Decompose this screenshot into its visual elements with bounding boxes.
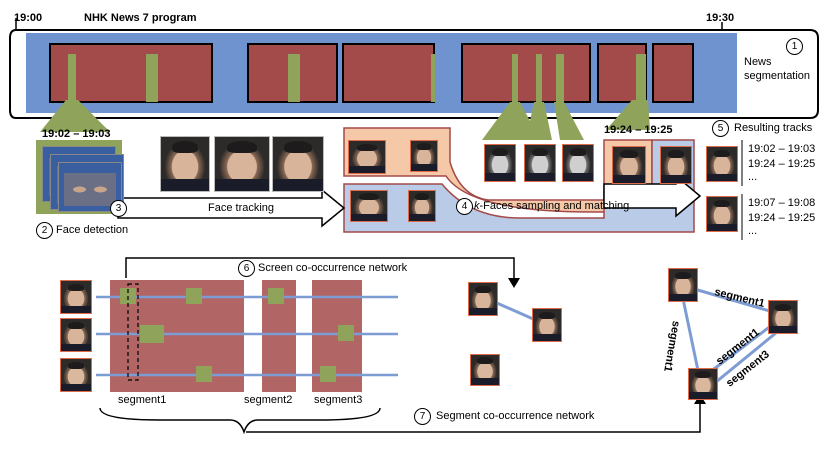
track-1-more: ... (748, 171, 758, 183)
step-1-badge: 1 (786, 38, 803, 55)
step-4-badge: 4 (456, 198, 473, 215)
matched-face (660, 146, 692, 184)
step-7-label: Segment co-occurrence network (436, 410, 595, 422)
row-face (60, 318, 92, 352)
step-6-badge: 6 (238, 260, 255, 277)
step-1-label-line2: segmentation (744, 70, 811, 82)
row-face (60, 280, 92, 314)
face-highlights (68, 54, 646, 102)
segment-node-face (688, 368, 718, 400)
step-5-badge: 5 (712, 120, 729, 137)
end-time: 19:30 (706, 12, 735, 24)
step-7-badge: 7 (414, 408, 431, 425)
face-tracking-arrow (117, 188, 346, 228)
step-3-badge: 3 (110, 200, 127, 217)
step-2-badge: 2 (36, 222, 53, 239)
track-face (706, 146, 738, 182)
track-2-time-2: 19:24 – 19:25 (748, 212, 816, 224)
row-face (60, 358, 92, 392)
matching-time: 19:24 – 19:25 (604, 124, 673, 136)
sampled-face (348, 140, 386, 174)
segment-network-arrow (246, 402, 701, 433)
tracked-face-frame (214, 136, 270, 192)
step-3-label: Face tracking (208, 202, 275, 214)
tracked-face-frame (272, 136, 324, 192)
track-1-time-1: 19:02 – 19:03 (748, 143, 816, 155)
segment-network-edges (680, 284, 783, 384)
detection-stack (36, 140, 124, 214)
step-5-label: Resulting tracks (734, 122, 813, 134)
step-2-label: Face detection (56, 224, 129, 236)
screen-node-face (468, 282, 498, 316)
candidate-face (524, 144, 556, 182)
screen-network-arrow (125, 257, 515, 280)
screen-node-face (470, 354, 500, 386)
segments-brace (99, 407, 381, 435)
sampled-face (350, 190, 388, 222)
sampled-face (410, 140, 438, 172)
segment-blocks (110, 280, 362, 392)
step-6-label: Screen co-occurrence network (258, 262, 408, 274)
segment-1-label: segment1 (118, 394, 167, 406)
tracked-face-frame (160, 136, 210, 192)
candidate-face (484, 144, 516, 182)
screen-network-edge (489, 298, 541, 324)
occurrence-marks (120, 288, 354, 382)
candidate-face (562, 144, 594, 182)
detection-time: 19:02 – 19:03 (42, 128, 111, 140)
track-face (706, 196, 738, 232)
screen-window (127, 283, 139, 381)
matched-face (612, 146, 646, 184)
segment-3-label: segment3 (314, 394, 363, 406)
segment-2-label: segment2 (244, 394, 293, 406)
step-4-label: k-Faces sampling and matching (474, 200, 630, 212)
track-1-time-2: 19:24 – 19:25 (748, 158, 816, 170)
segment-node-face (768, 300, 798, 334)
screen-node-face (532, 308, 562, 342)
segment-node-face (668, 268, 698, 302)
zoom-detection (40, 100, 110, 132)
step-1-label-line1: News (744, 56, 772, 68)
track-2-time-1: 19:07 – 19:08 (748, 197, 816, 209)
sampled-face (408, 190, 436, 222)
track-2-more: ... (748, 225, 758, 237)
program-title: NHK News 7 program (84, 12, 197, 24)
start-time: 19:00 (14, 12, 43, 24)
